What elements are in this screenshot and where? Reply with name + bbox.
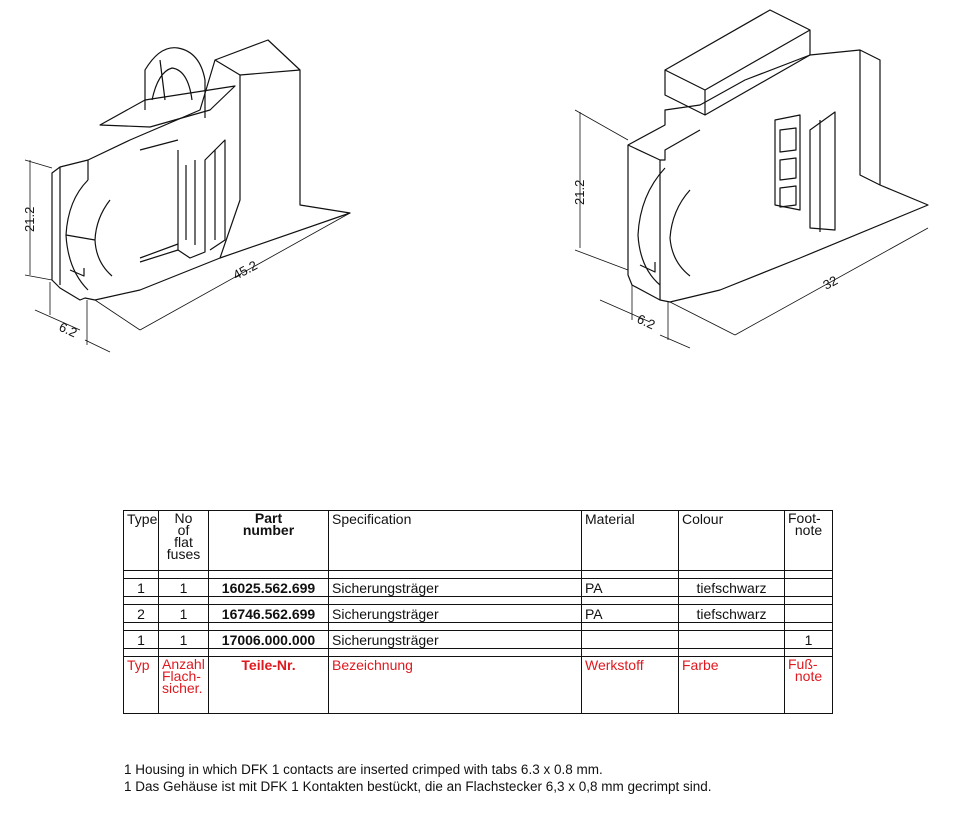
header-part-line2: number	[242, 522, 295, 538]
footnote-en: 1 Housing in which DFK 1 contacts are in…	[124, 762, 603, 777]
header-footnote: Foot- note	[784, 510, 833, 571]
row-type: 1	[123, 578, 159, 597]
header-de-type: Typ	[123, 656, 159, 714]
header-part-line1: Part	[254, 510, 283, 526]
left-depth-dimension: 6.2	[57, 319, 80, 340]
right-fuse-holder-drawing	[574, 9, 929, 349]
left-length-dimension: 45.2	[230, 258, 259, 283]
row-count: 1	[158, 604, 209, 623]
row-count: 1	[158, 630, 209, 649]
table-header-de: Typ Anzahl Flach- sicher. Teile-Nr. Beze…	[123, 656, 833, 714]
right-height-dimension: 21.2	[572, 180, 587, 205]
table-row: 2 1 16746.562.699 Sicherungsträger PA ti…	[123, 604, 833, 623]
header-count-line4: fuses	[166, 546, 201, 562]
header-colour: Colour	[678, 510, 785, 571]
row-material: PA	[581, 578, 679, 597]
row-part-number: 16025.562.699	[208, 578, 329, 597]
header-part-number: Part number	[208, 510, 329, 571]
header-type: Type	[123, 510, 159, 571]
header-de-specification: Bezeichnung	[328, 656, 582, 714]
footnote-de: 1 Das Gehäuse ist mit DFK 1 Kontakten be…	[124, 779, 712, 794]
left-height-dimension: 21.2	[22, 207, 37, 232]
header-footnote-line1: Foot-	[788, 510, 821, 526]
row-specification: Sicherungsträger	[328, 578, 582, 597]
header-de-count: Anzahl Flach- sicher.	[158, 656, 209, 714]
row-colour: tiefschwarz	[678, 578, 785, 597]
header-footnote-line2: note	[794, 522, 823, 538]
header-count: No of flat fuses	[158, 510, 209, 571]
row-count: 1	[158, 578, 209, 597]
row-material	[581, 630, 679, 649]
header-material: Material	[581, 510, 679, 571]
header-de-footnote: Fuß- note	[784, 656, 833, 714]
header-de-count-line2: Flach-	[162, 668, 201, 684]
header-de-footnote-line2: note	[794, 668, 823, 684]
header-count-line1: No	[174, 510, 193, 526]
technical-drawings: 21.2 6.2 45.2 21.2 6.2 32	[22, 9, 929, 353]
parts-table: Type No of flat fuses Part number Specif…	[123, 510, 833, 714]
header-de-footnote-line1: Fuß-	[788, 656, 818, 672]
row-specification: Sicherungsträger	[328, 630, 582, 649]
left-fuse-holder-drawing	[24, 39, 351, 353]
row-type: 2	[123, 604, 159, 623]
right-depth-dimension: 6.2	[635, 311, 658, 332]
row-footnote	[784, 604, 833, 623]
row-part-number: 17006.000.000	[208, 630, 329, 649]
header-count-line3: flat	[174, 534, 193, 550]
table-row: 1 1 17006.000.000 Sicherungsträger 1	[123, 630, 833, 649]
header-de-count-line1: Anzahl	[162, 656, 205, 672]
header-de-material: Werkstoff	[581, 656, 679, 714]
row-colour: tiefschwarz	[678, 604, 785, 623]
table-row: 1 1 16025.562.699 Sicherungsträger PA ti…	[123, 578, 833, 597]
table-header-en: Type No of flat fuses Part number Specif…	[123, 510, 833, 571]
header-count-line2: of	[177, 522, 190, 538]
row-specification: Sicherungsträger	[328, 604, 582, 623]
header-specification: Specification	[328, 510, 582, 571]
row-type: 1	[123, 630, 159, 649]
right-length-dimension: 32	[820, 273, 840, 293]
row-footnote: 1	[784, 630, 833, 649]
row-footnote	[784, 578, 833, 597]
row-part-number: 16746.562.699	[208, 604, 329, 623]
header-de-part-number: Teile-Nr.	[208, 656, 329, 714]
header-de-count-line3: sicher.	[162, 680, 203, 696]
header-de-colour: Farbe	[678, 656, 785, 714]
footnotes: 1 Housing in which DFK 1 contacts are in…	[124, 761, 712, 795]
row-colour	[678, 630, 785, 649]
row-material: PA	[581, 604, 679, 623]
